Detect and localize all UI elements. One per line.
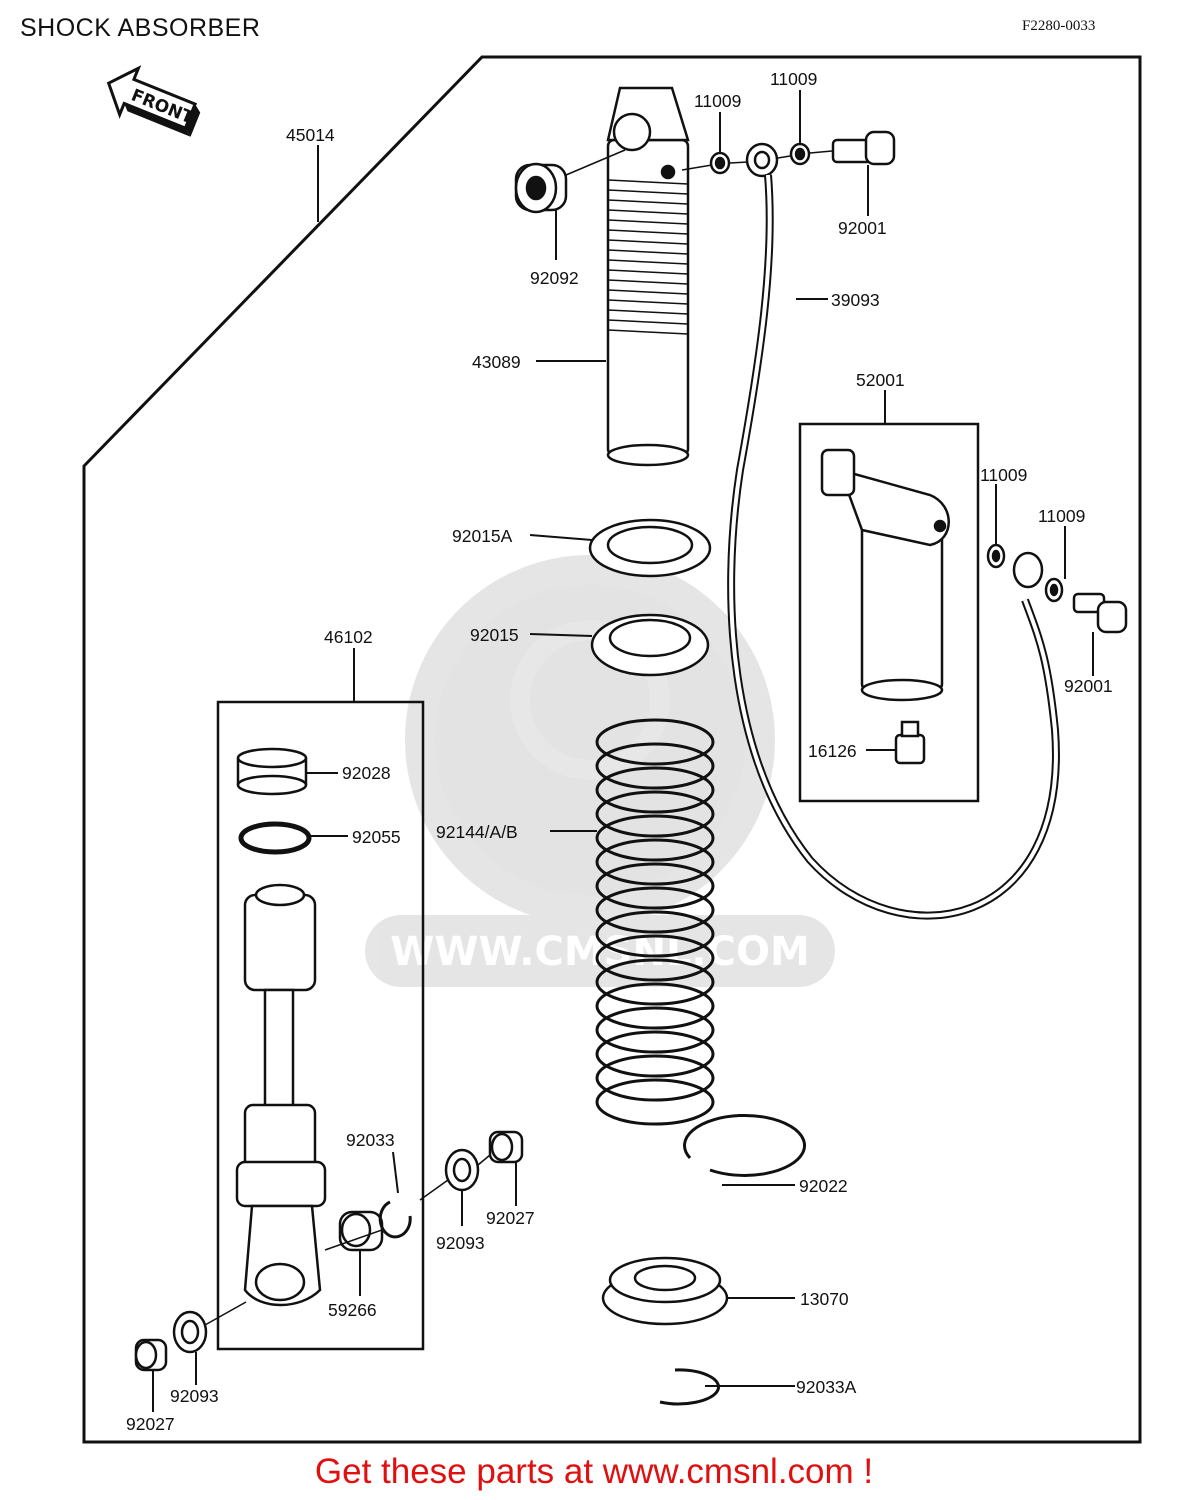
part-label-13070: 13070 [800,1289,849,1309]
locknut-92015A [588,518,712,578]
part-label-52001: 52001 [856,370,905,390]
seat-13070 [601,1256,729,1326]
part-label-45014: 45014 [286,125,335,145]
oring-92055 [238,821,312,855]
front-arrow-icon: FRONT [106,65,201,137]
part-label-59266: 59266 [328,1300,377,1320]
collar-92027a [488,1130,524,1164]
bushing-92092 [514,162,568,214]
figure-code: F2280-0033 [1022,18,1096,34]
part-label-92001b: 92001 [1064,676,1113,696]
box-46102 [216,700,425,1351]
seal-92093a [444,1148,480,1192]
part-label-16126: 16126 [808,741,857,761]
shock-body [606,86,690,467]
part-label-92093b: 92093 [170,1386,219,1406]
part-label-92144: 92144/A/B [436,822,518,842]
bearing-59266 [338,1210,384,1252]
box-52001 [798,422,980,803]
ring-92022 [683,1113,806,1177]
top-fittings [709,130,896,178]
frame-45014 [82,55,1142,1444]
part-label-92033: 92033 [346,1130,395,1150]
part-label-11009c: 11009 [980,465,1028,485]
collar-92027b [134,1338,168,1372]
reservoir-52001 [820,448,950,702]
reservoir-fittings [894,543,1128,765]
part-label-92033A: 92033A [796,1377,857,1397]
footer-promo-link[interactable]: Get these parts at www.cmsnl.com ! [314,1452,874,1491]
part-label-92027a: 92027 [486,1208,535,1228]
seal-92093b [172,1310,208,1354]
damper-rod-46102 [235,883,327,1307]
page-title: SHOCK ABSORBER [20,14,261,42]
part-label-92027b: 92027 [126,1414,175,1434]
part-label-92022: 92022 [799,1176,848,1196]
part-label-92092: 92092 [530,268,579,288]
part-label-92015A: 92015A [452,526,513,546]
part-label-39093: 39093 [831,290,880,310]
part-label-92055: 92055 [352,827,401,847]
part-label-92093a: 92093 [436,1233,485,1253]
part-label-92015: 92015 [470,625,519,645]
circlip-92033 [378,1200,412,1239]
ring-92028 [236,747,308,796]
part-label-11009b: 11009 [770,69,818,89]
circlip-92033A [659,1368,721,1406]
part-label-43089: 43089 [472,352,521,372]
part-label-11009a: 11009 [694,91,742,111]
part-label-11009d: 11009 [1038,506,1086,526]
part-label-46102: 46102 [324,627,373,647]
part-label-92028: 92028 [342,763,391,783]
leader-lines [152,90,1094,1412]
part-label-92001a: 92001 [838,218,887,238]
spring-92144 [595,718,715,1126]
locknut-92015 [590,613,710,677]
